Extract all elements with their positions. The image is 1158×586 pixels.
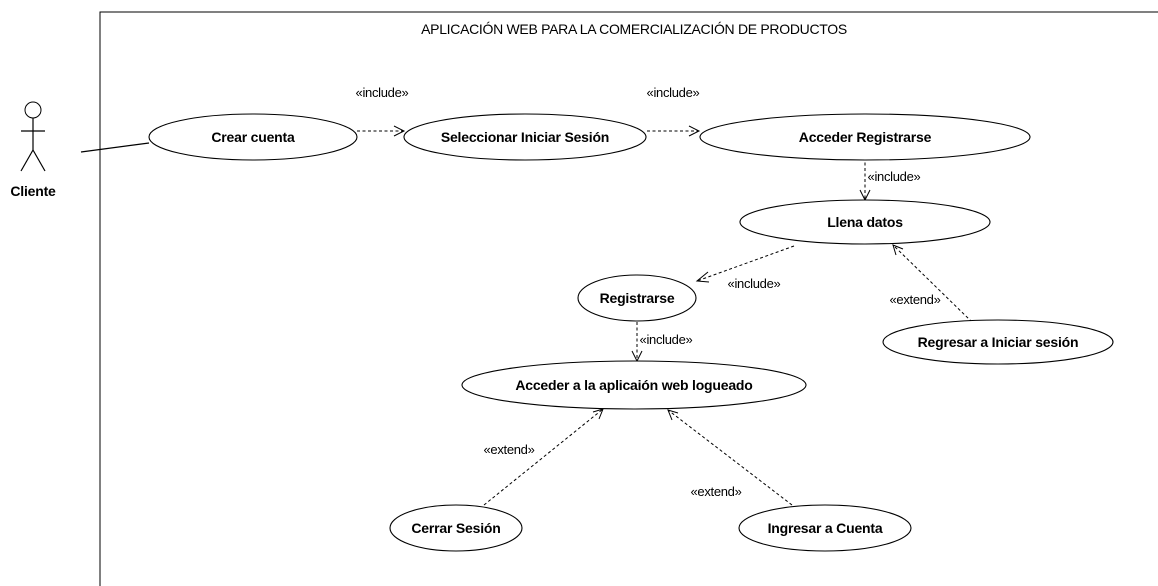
extend-line-3 xyxy=(667,409,793,506)
use-case-label: Seleccionar Iniciar Sesión xyxy=(441,129,609,145)
include-label-2: «include» xyxy=(647,85,700,100)
actor-left-leg xyxy=(20,149,34,172)
extend-arrow-1 xyxy=(892,244,904,256)
system-boundary xyxy=(99,11,1158,586)
use-case-label: Acceder a la aplicaión web logueado xyxy=(515,377,752,393)
use-case-seleccionar-iniciar-sesion[interactable]: Seleccionar Iniciar Sesión xyxy=(403,113,647,161)
use-case-label: Ingresar a Cuenta xyxy=(768,520,883,536)
use-case-label: Acceder Registrarse xyxy=(799,129,932,145)
use-case-cerrar-sesion[interactable]: Cerrar Sesión xyxy=(389,504,523,552)
use-case-registrarse[interactable]: Registrarse xyxy=(577,274,697,322)
use-case-acceder-registrarse[interactable]: Acceder Registrarse xyxy=(699,113,1031,161)
extend-arrow-3 xyxy=(667,409,679,421)
include-arrow-4 xyxy=(695,271,710,283)
actor-right-leg xyxy=(32,149,46,172)
use-case-label: Regresar a Iniciar sesión xyxy=(918,334,1079,350)
use-case-acceder-aplicacion[interactable]: Acceder a la aplicaión web logueado xyxy=(461,360,807,410)
system-title: APLICACIÓN WEB PARA LA COMERCIALIZACIÓN … xyxy=(421,21,847,37)
extend-label-2: «extend» xyxy=(483,442,534,457)
association-line xyxy=(80,142,150,153)
use-case-llena-datos[interactable]: Llena datos xyxy=(739,199,991,245)
include-label-3: «include» xyxy=(868,169,921,184)
include-line-4 xyxy=(696,245,795,282)
extend-line-1 xyxy=(892,244,973,323)
include-label-1: «include» xyxy=(356,85,409,100)
extend-line-2 xyxy=(483,408,604,506)
include-arrow-2 xyxy=(688,125,701,137)
use-case-label: Crear cuenta xyxy=(211,129,295,145)
include-label-4: «include» xyxy=(728,276,781,291)
actor-cliente[interactable]: Cliente xyxy=(10,101,56,199)
use-case-label: Registrarse xyxy=(600,290,675,306)
use-case-regresar-iniciar-sesion[interactable]: Regresar a Iniciar sesión xyxy=(882,319,1114,365)
use-case-label: Cerrar Sesión xyxy=(411,520,500,536)
include-label-5: «include» xyxy=(640,332,693,347)
use-case-crear-cuenta[interactable]: Crear cuenta xyxy=(148,113,358,161)
actor-head-icon xyxy=(24,101,42,119)
extend-label-3: «extend» xyxy=(690,484,741,499)
use-case-ingresar-cuenta[interactable]: Ingresar a Cuenta xyxy=(738,504,912,552)
extend-label-1: «extend» xyxy=(889,292,940,307)
use-case-label: Llena datos xyxy=(827,214,903,230)
include-arrow-1 xyxy=(393,125,406,137)
actor-name: Cliente xyxy=(10,183,56,199)
